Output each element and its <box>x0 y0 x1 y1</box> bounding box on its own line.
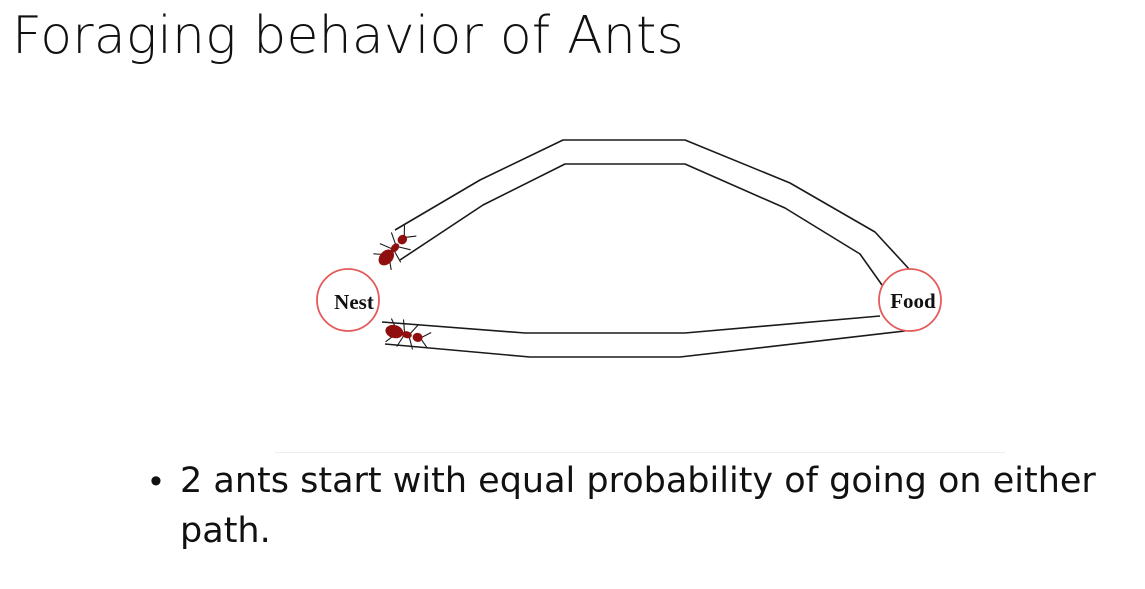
ant-icon <box>385 318 432 350</box>
food-label: Food <box>890 289 936 313</box>
lower-path <box>381 315 906 358</box>
lower-path-bottom-edge <box>384 330 906 358</box>
food-node: Food <box>878 268 942 332</box>
upper-path <box>394 139 911 286</box>
ant-icon <box>373 225 417 271</box>
upper-path-inner-edge <box>399 163 883 286</box>
bullet-text: 2 ants start with equal probability of g… <box>180 461 1096 551</box>
nest-node: Nest <box>316 268 380 332</box>
food-circle <box>878 268 942 332</box>
nest-circle <box>316 268 380 332</box>
upper-path-outer-edge <box>394 139 911 271</box>
bullet-marker: • <box>150 462 162 500</box>
lower-path-top-edge <box>381 315 881 334</box>
slide-title: Foraging behavior of Ants <box>12 6 684 66</box>
nest-label: Nest <box>334 290 374 314</box>
bullet-list: • 2 ants start with equal probability of… <box>150 456 1135 556</box>
divider <box>275 452 1005 453</box>
